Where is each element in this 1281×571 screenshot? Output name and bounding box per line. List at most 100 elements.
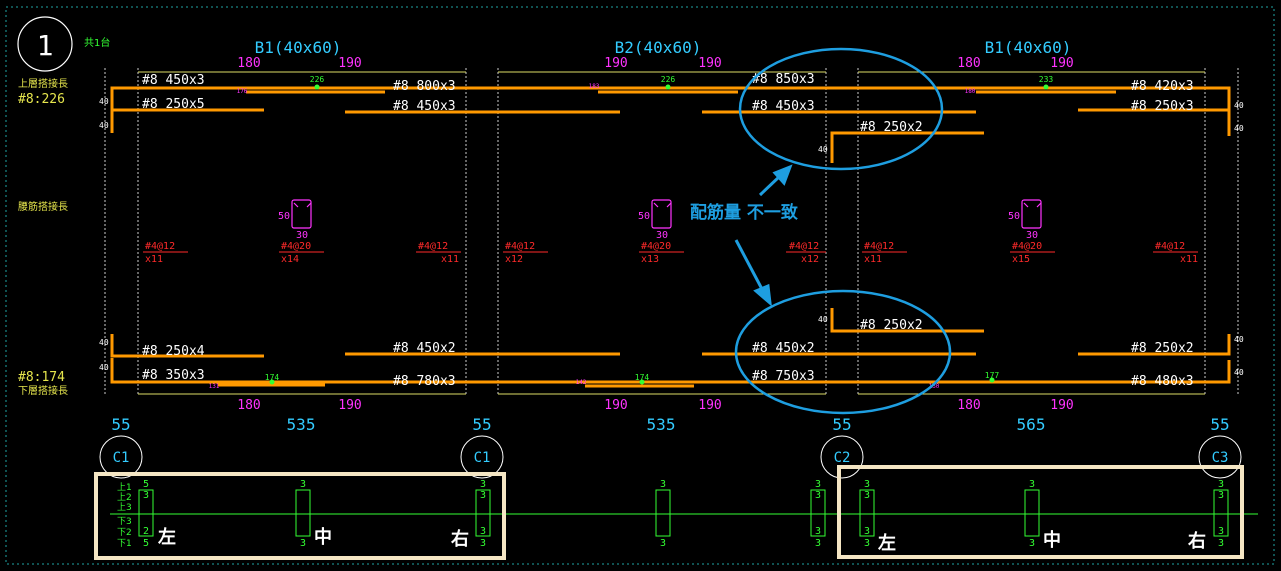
bottom-dim-1: 180 [237,398,260,413]
bottom-splice-value: #8:174 [18,370,65,385]
callout-ellipse-top [738,47,944,171]
stirrup-label-3: #4@12 [418,241,448,252]
highlight-frames [94,465,1244,560]
stack-label-3: 上3 [117,502,132,513]
pier-8-bot-b: 3 [1218,538,1224,549]
hook-40-a: 40 [99,97,109,106]
highlight-frame-left [94,472,506,560]
pier-1-top-b: 3 [143,490,149,501]
pier-3-bot-b: 3 [480,538,486,549]
bar-label-top-5: #8 250x5 [142,97,205,112]
splice-top-small-1: 176 [237,88,248,95]
bar-label-bottom-8: #8 480x3 [1131,374,1194,389]
bar-label-top-7: #8 450x3 [752,99,815,114]
splice-bottom-small-3: 130 [929,383,940,390]
stirrup-count-1: x11 [145,254,163,265]
hook-40-b: 40 [99,121,109,130]
bar-label-top-3: #8 850x3 [752,72,815,87]
splice-bottom-1: 174 [265,373,280,382]
beam-label-1: B1(40x60) [255,38,342,57]
hook-40-c: 40 [1234,101,1244,110]
section-symbols [291,199,1042,229]
pier-1-top: 5 [143,479,149,490]
span-2: 535 [287,415,316,434]
hook-40-f: 40 [818,315,828,324]
highlight-frame-right [837,465,1244,559]
splice-marks [269,84,1049,385]
top-dim-4: 190 [698,56,721,71]
hook-40-h: 40 [99,363,109,372]
callout-text: 配筋量 不一致 [690,202,799,223]
stack-label-1: 上1 [117,482,132,493]
top-rebar [110,86,1231,163]
stirrup-label-9: #4@12 [1155,241,1185,252]
pier-5-bot-b: 3 [815,538,821,549]
bar-label-top-9: #8 250x2 [860,120,923,135]
callout-ellipse-bottom [734,289,952,415]
position-mid-1: 中 [314,526,332,548]
top-splice-value: #8:226 [18,92,65,107]
splice-top-2: 226 [661,75,676,84]
bottom-dim-5: 180 [957,398,980,413]
stirrup-label-4: #4@12 [505,241,535,252]
pier-7-bot: 3 [1029,538,1035,549]
section-w-3: 30 [1026,230,1038,241]
stirrup-label-1: #4@12 [145,241,175,252]
pier-2-bot: 3 [300,538,306,549]
sheet-number-circle [17,16,73,72]
position-mid-2: 中 [1043,529,1061,551]
section-h-3: 50 [1008,211,1020,222]
span-3: 55 [472,415,491,434]
splice-bottom-3: 177 [985,371,1000,380]
section-w-1: 30 [296,230,308,241]
bar-label-top-8: #8 250x3 [1131,99,1194,114]
stirrup-count-8: x15 [1012,254,1030,265]
pier-8-top-b: 3 [1218,490,1224,501]
stirrup-label-2: #4@20 [281,241,311,252]
stirrup-count-3: x11 [441,254,459,265]
bar-label-bottom-3: #8 450x2 [752,341,815,356]
pier-6-bot: 3 [864,526,870,537]
hook-40-e: 40 [818,145,828,154]
stack-label-6: 下1 [117,539,132,549]
hook-40-d: 40 [1234,124,1244,133]
stirrup-label-6: #4@12 [789,241,819,252]
top-dim-1: 180 [237,56,260,71]
top-dim-5: 180 [957,56,980,71]
pier-4-bot: 3 [660,538,666,549]
pier-5-bot: 3 [815,526,821,537]
top-dim-6: 190 [1050,56,1073,71]
section-w-2: 30 [656,230,668,241]
bar-label-bottom-9: #8 250x2 [860,318,923,333]
callout-ellipses [734,47,952,415]
position-right-1: 右 [451,528,469,550]
bar-label-top-4: #8 420x3 [1131,79,1194,94]
pier-6-bot-b: 3 [864,538,870,549]
stirrup-label-7: #4@12 [864,241,894,252]
drawing-border [5,6,1275,565]
span-5: 55 [832,415,851,434]
bottom-dim-2: 190 [338,398,361,413]
pier-6-top: 3 [864,479,870,490]
column-bubbles [99,435,1242,479]
top-splice-label: 上層搭接長 [18,77,68,90]
pier-7-top: 3 [1029,479,1035,490]
splice-top-small-3: 180 [965,88,976,95]
sheet-number: 1 [37,29,54,62]
hook-40-g: 40 [99,338,109,347]
bottom-splice-label: 下層搭接長 [18,384,68,397]
stirrup-count-6: x12 [801,254,819,265]
splice-top-small-2: 183 [589,83,600,90]
column-faces [104,68,1239,396]
bar-label-top-2: #8 800x3 [393,79,456,94]
column-label-2: C1 [474,450,491,466]
section-h-1: 50 [278,211,290,222]
splice-top-3: 233 [1039,75,1054,84]
stack-label-5: 下2 [117,528,132,538]
stirrup-label-5: #4@20 [641,241,671,252]
pier-3-bot: 3 [480,526,486,537]
stirrup-label-8: #4@20 [1012,241,1042,252]
callout-arrows [734,164,793,307]
pier-3-top: 3 [480,479,486,490]
